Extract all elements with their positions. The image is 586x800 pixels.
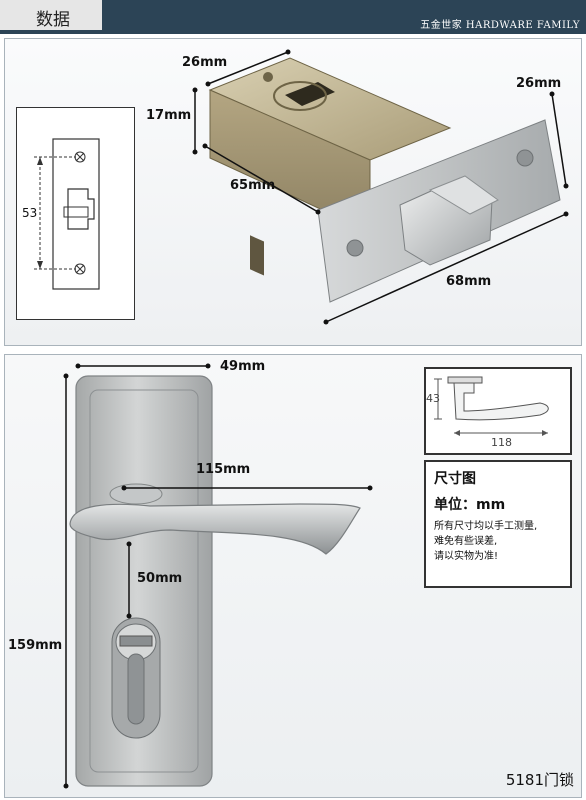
latch-dim-face-width: 68mm bbox=[446, 274, 492, 289]
notes-line-2: 难免有些误差, bbox=[434, 536, 498, 547]
handle-dim-width: 118 bbox=[491, 436, 512, 449]
notes-line-3: 请以实物为准! bbox=[434, 551, 499, 562]
strike-plate-drawing bbox=[34, 138, 100, 290]
latch-dim-face-height: 26mm bbox=[516, 76, 562, 91]
lock-dim-height: 159mm bbox=[8, 638, 63, 653]
handle-dim-height: 43 bbox=[426, 392, 440, 405]
latch-dim-side: 17mm bbox=[146, 108, 192, 123]
section-tab-label: 数据 bbox=[36, 10, 70, 30]
latch-dim-depth: 65mm bbox=[230, 178, 276, 193]
notes-title: 尺寸图 bbox=[434, 471, 476, 487]
section-tab: 数据 bbox=[0, 0, 104, 30]
model-name: 5181门锁 bbox=[505, 771, 574, 789]
handle-profile-drawing bbox=[434, 376, 549, 436]
lock-dim-width: 49mm bbox=[220, 359, 266, 374]
strike-dim-height: 53 bbox=[22, 206, 38, 220]
header-bar: 数据 五金世家 HARDWARE FAMILY bbox=[0, 0, 586, 34]
notes-line-1: 所有尺寸均以手工测量, bbox=[434, 521, 538, 532]
lock-illustration bbox=[63, 363, 373, 789]
strike-plate-inset bbox=[16, 107, 135, 320]
lock-dim-center: 50mm bbox=[137, 571, 183, 586]
brand-name: 五金世家 HARDWARE FAMILY bbox=[420, 20, 580, 31]
lock-dim-lever: 115mm bbox=[196, 462, 251, 477]
latch-dim-top: 26mm bbox=[182, 55, 228, 70]
dimension-notes: 尺寸图 单位：mm 所有尺寸均以手工测量, 难免有些误差, 请以实物为准! bbox=[424, 460, 572, 588]
latch-illustration bbox=[192, 49, 569, 325]
notes-unit: 单位：mm bbox=[434, 497, 506, 513]
